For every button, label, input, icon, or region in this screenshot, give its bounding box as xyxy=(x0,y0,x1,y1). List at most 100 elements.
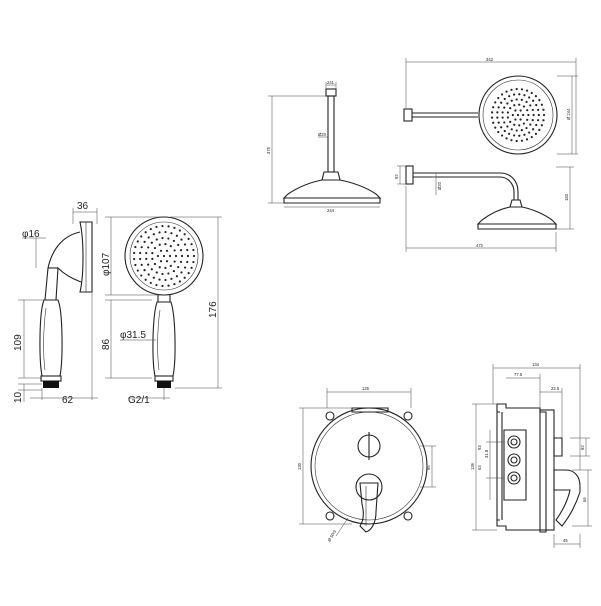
dim-side-depth-77-5: 77.5 xyxy=(514,372,523,377)
nozzle-dot xyxy=(513,93,516,96)
nozzle-dot xyxy=(494,101,497,104)
dim-wall-total-472: 472 xyxy=(476,243,484,248)
nozzle-dot xyxy=(169,245,172,248)
dim-ceiling-top-241: 241 xyxy=(327,80,335,85)
dim-side-handle-92: 92 xyxy=(580,445,585,450)
nozzle-dot xyxy=(179,249,183,252)
nozzle-dot xyxy=(537,108,540,111)
nozzle-dot xyxy=(492,121,495,124)
nozzle-dot xyxy=(500,93,504,96)
nozzle-dot xyxy=(169,264,172,267)
nozzle-dot xyxy=(527,113,530,117)
nozzle-dot xyxy=(531,118,534,122)
nozzle-dot xyxy=(515,129,518,132)
nozzle-dot xyxy=(520,139,524,142)
dim-handle-length-109: 109 xyxy=(13,334,24,351)
dim-side-height-136: 136 xyxy=(470,462,475,470)
nozzle-dot xyxy=(528,131,531,134)
nozzle-dot xyxy=(175,234,178,237)
nozzle-dot xyxy=(525,100,528,104)
nozzle-dot xyxy=(187,237,190,240)
nozzle-dot xyxy=(503,129,506,133)
nozzle-dot xyxy=(192,248,195,252)
nozzle-dot xyxy=(506,116,509,119)
nozzle-dot xyxy=(134,263,137,267)
nozzle-dot xyxy=(143,240,146,243)
nozzle-dot xyxy=(177,265,180,269)
nozzle-dot xyxy=(150,268,153,271)
nozzle-dot xyxy=(534,132,538,135)
nozzle-dot xyxy=(172,239,175,243)
nozzle-dot xyxy=(155,225,158,229)
nozzle-dot xyxy=(147,273,150,276)
nozzle-dot xyxy=(500,134,504,137)
dim-ceiling-height-375: 375 xyxy=(266,146,271,154)
nozzle-dot xyxy=(183,243,187,246)
nozzle-dot xyxy=(520,98,523,101)
nozzle-dot xyxy=(167,272,170,275)
nozzle-dot xyxy=(519,118,522,121)
nozzle-dot xyxy=(147,236,150,239)
nozzle-dot xyxy=(180,271,183,274)
nozzle-dot xyxy=(177,243,180,247)
dim-thread-height-10: 10 xyxy=(13,391,24,403)
nozzle-dot xyxy=(523,133,526,136)
nozzle-dot xyxy=(140,263,143,266)
nozzle-dot xyxy=(161,224,164,228)
nozzle-dot xyxy=(183,276,186,279)
nozzle-dot xyxy=(530,91,533,95)
nozzle-dot xyxy=(140,274,143,277)
nozzle-dot xyxy=(509,107,512,110)
nozzle-dot xyxy=(529,104,532,107)
nozzle-dot xyxy=(542,108,545,111)
nozzle-dot xyxy=(180,254,184,258)
dim-mixer-height-130: 130 xyxy=(297,462,302,470)
nozzle-dot xyxy=(503,97,506,101)
dim-wall-top-342: 342 xyxy=(486,57,494,62)
nozzle-dot xyxy=(542,119,545,122)
nozzle-dot xyxy=(540,124,543,127)
nozzle-dot xyxy=(174,254,178,258)
nozzle-dot xyxy=(173,249,176,252)
nozzle-dot xyxy=(149,281,152,285)
mixer-side-view xyxy=(472,364,592,548)
nozzle-dot xyxy=(515,98,518,101)
nozzle-dot xyxy=(155,271,158,274)
nozzle-dot xyxy=(522,105,526,108)
nozzle-dot xyxy=(164,230,167,234)
nozzle-dot xyxy=(136,240,139,243)
nozzle-dot xyxy=(518,93,521,96)
nozzle-dot xyxy=(500,101,503,104)
nozzle-dot xyxy=(159,249,163,252)
nozzle-dot xyxy=(528,96,531,99)
nozzle-dot xyxy=(518,134,521,137)
nozzle-dot xyxy=(496,111,499,114)
nozzle-dot xyxy=(178,280,181,283)
nozzle-dot xyxy=(187,272,190,275)
nozzle-dot xyxy=(151,252,154,255)
mixer-front-view xyxy=(299,388,436,537)
nozzle-dot xyxy=(140,246,143,249)
wall-shower-top-view xyxy=(403,58,578,155)
dim-wall-head-diameter: Ø 244 xyxy=(566,108,571,120)
dim-handle-diameter: φ31.5 xyxy=(120,330,146,341)
nozzle-dot xyxy=(158,266,161,269)
nozzle-dot xyxy=(532,99,535,102)
nozzle-dot xyxy=(133,251,136,255)
nozzle-dot xyxy=(133,257,136,261)
nozzle-dot xyxy=(531,108,534,112)
dim-side-lever-66: 66 xyxy=(582,497,587,502)
spray-nozzles-top xyxy=(491,87,546,143)
spray-nozzles xyxy=(133,224,196,288)
nozzle-dot xyxy=(167,237,170,240)
dim-ceiling-arm: Ø20 xyxy=(318,132,327,137)
dim-thread-g2: G2/1 xyxy=(128,395,150,406)
nozzle-dot xyxy=(522,113,525,117)
nozzle-dot xyxy=(155,283,158,287)
nozzle-dot xyxy=(515,87,518,91)
dim-side-depth-22-5: 22.5 xyxy=(551,386,560,391)
nozzle-dot xyxy=(492,106,495,109)
nozzle-dot xyxy=(510,88,513,91)
dim-wall-arm: Ø20 xyxy=(437,181,442,190)
